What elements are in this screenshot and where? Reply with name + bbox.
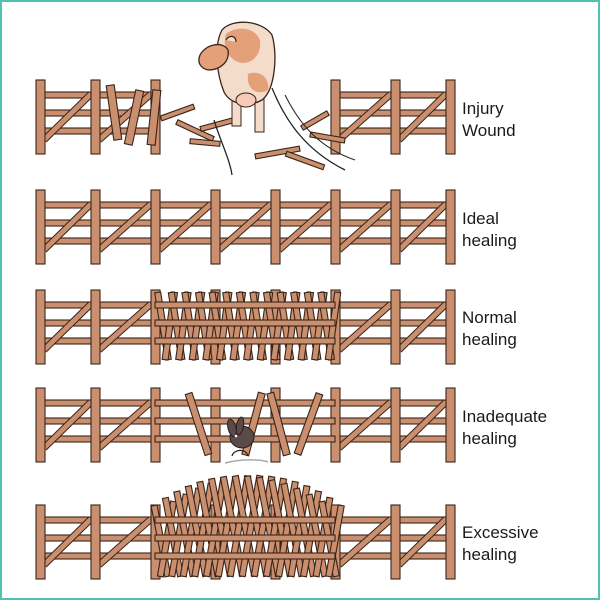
injury-broken-post-0 [105,84,123,141]
label-normal: Normal healing [462,307,517,351]
inadequate-section-1-brace [97,400,153,450]
excessive-repair-rail-1 [154,534,336,542]
ideal-section-6-brace [397,202,448,252]
label-inadequate-line1: Inadequate [462,407,548,426]
normal-post-1 [90,289,101,365]
ideal-post-5 [330,189,341,265]
injury-broken-plank-3 [300,110,330,131]
label-injury-line1: Injury [462,99,504,118]
excessive-post-1 [90,504,101,580]
injury-broken-plank-5 [254,145,301,160]
label-inadequate: Inadequate healing [462,406,547,450]
excessive-section-1-brace [97,517,153,567]
label-injury: Injury Wound [462,98,516,142]
label-normal-line2: healing [462,330,517,349]
normal-post-0 [35,289,46,365]
excessive-repair-rail-0 [154,516,336,524]
label-ideal-line2: healing [462,231,517,250]
inadequate-rail-1 [154,417,336,425]
injury-broken-plank-1 [175,119,215,142]
ideal-post-6 [390,189,401,265]
ideal-section-3-brace [217,202,273,252]
inadequate-rail-0 [154,399,336,407]
label-excessive-line1: Excessive [462,523,539,542]
ideal-post-7 [445,189,456,265]
injury-broken-post-1 [123,89,145,146]
normal-section-5-brace [337,302,393,352]
ideal-section-4-brace [277,202,333,252]
inadequate-section-5-brace [337,400,393,450]
inadequate-post-0 [35,387,46,463]
injury-post-0 [35,79,46,155]
injury-post-4 [390,79,401,155]
inadequate-plank-0 [184,391,213,457]
inadequate-plank-2 [266,391,291,457]
normal-post-7 [445,289,456,365]
injury-post-1 [90,79,101,155]
ideal-post-1 [90,189,101,265]
injury-broken-plank-6 [284,150,326,171]
excessive-post-6 [390,504,401,580]
injury-section-0-brace [42,92,93,142]
rabbit-illustration [224,416,269,464]
ideal-post-3 [210,189,221,265]
normal-section-0-brace [42,302,93,352]
normal-repair-rail-0 [154,301,336,309]
ideal-post-0 [35,189,46,265]
label-injury-line2: Wound [462,121,516,140]
label-inadequate-line2: healing [462,429,517,448]
inadequate-post-7 [445,387,456,463]
ideal-section-0-brace [42,202,93,252]
cow-illustration [198,21,276,133]
injury-broken-plank-7 [189,138,221,147]
normal-post-6 [390,289,401,365]
excessive-post-7 [445,504,456,580]
label-ideal-line1: Ideal [462,209,499,228]
injury-section-6-brace [397,92,448,142]
normal-section-6-brace [397,302,448,352]
injury-section-5-brace [337,92,393,142]
injury-broken-post-2 [146,89,162,146]
label-excessive-line2: healing [462,545,517,564]
fence-rows [35,79,456,580]
ideal-post-2 [150,189,161,265]
inadequate-post-1 [90,387,101,463]
normal-repair-rail-1 [154,319,336,327]
ideal-section-2-brace [157,202,213,252]
inadequate-section-0-brace [42,400,93,450]
injury-post-5 [445,79,456,155]
injury-broken-plank-0 [159,103,196,122]
injury-section-1-brace [97,92,153,142]
ideal-post-4 [270,189,281,265]
ideal-section-1-brace [97,202,153,252]
inadequate-plank-3 [293,392,324,456]
inadequate-post-5 [330,387,341,463]
wound-motion-lines [213,87,356,176]
normal-section-1-brace [97,302,153,352]
normal-repair-rail-2 [154,337,336,345]
excessive-section-6-brace [397,517,448,567]
inadequate-post-6 [390,387,401,463]
excessive-repair-rail-2 [154,552,336,560]
label-excessive: Excessive healing [462,522,539,566]
excessive-post-0 [35,504,46,580]
injury-post-3 [330,79,341,155]
excessive-section-0-brace [42,517,93,567]
injury-broken-plank-4 [309,131,346,144]
label-normal-line1: Normal [462,308,517,327]
ideal-section-5-brace [337,202,393,252]
inadequate-section-6-brace [397,400,448,450]
label-ideal: Ideal healing [462,208,517,252]
inadequate-post-3 [210,387,221,463]
inadequate-post-2 [150,387,161,463]
excessive-section-5-brace [337,517,393,567]
